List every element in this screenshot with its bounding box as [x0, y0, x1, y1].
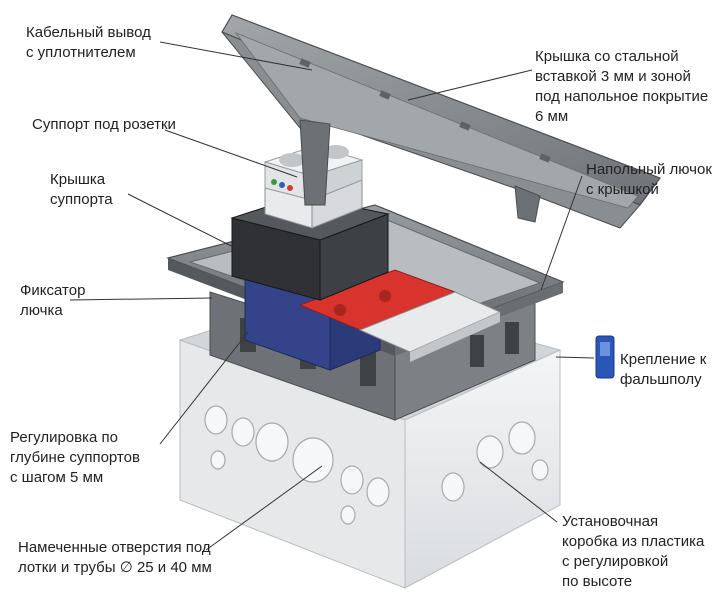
knockout-holes	[204, 405, 549, 525]
label-line: фальшполу	[620, 371, 702, 388]
label-line: с регулировкой	[562, 553, 669, 570]
label-cable-gland: Кабельный вывод с уплотнителем	[26, 23, 151, 63]
label-line: с крышкой	[586, 181, 659, 198]
label-line: с шагом 5 мм	[10, 469, 104, 486]
label-line: Напольный лючок	[586, 161, 712, 178]
label-socket-support: Суппорт под розетки	[32, 115, 176, 135]
label-hatch-lock: Фиксатор лючка	[20, 281, 85, 321]
label-install-box: Установочная коробка из пластика с регул…	[562, 512, 704, 592]
label-lid-steel-insert: Крышка со стальной вставкой 3 мм и зоной…	[535, 47, 708, 127]
leader-lines	[69, 41, 595, 551]
label-line: Крепление к	[620, 351, 707, 368]
label-line: Крышка	[50, 171, 106, 188]
label-line: Установочная	[562, 513, 659, 530]
label-depth-adjust: Регулировка по глубине суппортов с шагом…	[10, 428, 140, 488]
label-line: коробка из пластика	[562, 533, 705, 550]
label-line: 6 мм	[535, 108, 569, 125]
label-false-floor-mount: Крепление к фальшполу	[620, 350, 706, 390]
socket-support	[230, 145, 390, 301]
label-floor-hatch: Напольный лючок с крышкой	[586, 160, 712, 200]
label-support-cover: Крышка суппорта	[50, 170, 113, 210]
label-line: с уплотнителем	[26, 44, 136, 61]
hinged-lid	[221, 14, 661, 229]
label-line: Кабельный вывод	[26, 24, 151, 41]
label-line: по высоте	[562, 573, 633, 590]
label-line: лотки и трубы ∅ 25 и 40 мм	[18, 559, 212, 576]
label-line: Крышка со стальной	[535, 48, 679, 65]
label-line: лючка	[20, 302, 63, 319]
label-line: глубине суппортов	[10, 449, 140, 466]
label-line: вставкой 3 мм и зоной	[535, 68, 691, 85]
label-line: под напольное покрытие	[535, 88, 709, 105]
label-knockouts: Намеченные отверстия под лотки и трубы ∅…	[18, 538, 212, 578]
label-line: суппорта	[50, 191, 113, 208]
label-line: Регулировка по	[10, 429, 118, 446]
label-line: Намеченные отверстия под	[18, 539, 211, 556]
label-line: Фиксатор	[20, 282, 86, 299]
false-floor-clip	[595, 335, 615, 379]
label-line: Суппорт под розетки	[32, 116, 176, 133]
